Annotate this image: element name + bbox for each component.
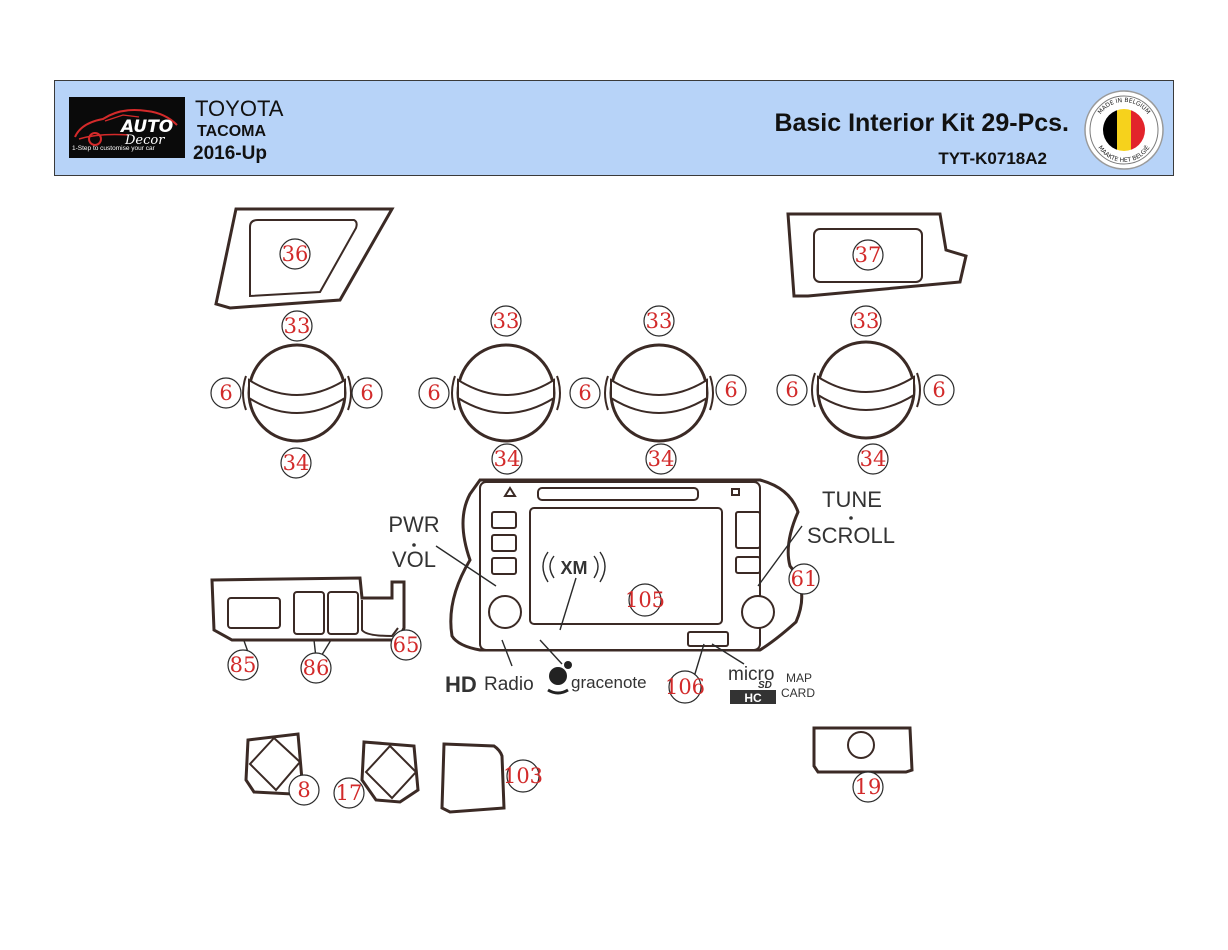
gracenote-label: gracenote (571, 673, 647, 692)
scroll-label: SCROLL (807, 523, 895, 548)
callout-34-right: 34 (857, 443, 889, 475)
air-vent-left (242, 343, 352, 443)
flag-black-band (1103, 109, 1117, 151)
svg-text:34: 34 (494, 447, 521, 471)
svg-text:19: 19 (855, 775, 882, 799)
callout-6-a: 6 (210, 377, 242, 409)
svg-text:105: 105 (625, 588, 665, 612)
logo-tagline: 1-Step to customise your car (72, 145, 155, 152)
callout-85: 85 (227, 649, 259, 681)
part-65-switch-panel (210, 576, 406, 642)
model-years: 2016-Up (193, 143, 267, 164)
callout-34-center-left: 34 (491, 443, 523, 475)
svg-text:6: 6 (427, 381, 440, 405)
part-8-trim (244, 732, 304, 796)
callout-33-left: 33 (281, 310, 313, 342)
head-unit-bezel (449, 478, 804, 652)
svg-text:6: 6 (360, 381, 373, 405)
callout-6-b: 6 (351, 377, 383, 409)
svg-text:33: 33 (493, 309, 520, 333)
callout-36: 36 (279, 238, 311, 270)
svg-text:6: 6 (932, 378, 945, 402)
callout-6-c: 6 (418, 377, 450, 409)
callout-6-g: 6 (923, 374, 955, 406)
kit-title: Basic Interior Kit 29-Pcs. (774, 109, 1069, 137)
callout-65: 65 (390, 629, 422, 661)
svg-text:33: 33 (853, 309, 880, 333)
callout-6-d: 6 (569, 377, 601, 409)
callout-61: 61 (788, 563, 820, 595)
kit-code: TYT-K0718A2 (938, 149, 1047, 168)
micro-label: micro (728, 664, 774, 685)
callout-37: 37 (852, 239, 884, 271)
svg-text:37: 37 (855, 243, 882, 267)
svg-text:17: 17 (336, 781, 363, 805)
card-label: CARD (781, 686, 815, 700)
callout-105: 105 (625, 583, 665, 617)
svg-text:61: 61 (791, 567, 818, 591)
logo-decor-text: Decor (125, 133, 165, 148)
svg-text:34: 34 (860, 447, 887, 471)
svg-text:33: 33 (284, 314, 311, 338)
brand-name: TOYOTA (195, 96, 284, 121)
part-19-trim (812, 726, 914, 774)
svg-text:6: 6 (785, 378, 798, 402)
callout-8: 8 (288, 774, 320, 806)
flag-yellow-band (1117, 109, 1131, 151)
callout-106: 106 (665, 670, 705, 704)
tune-label: TUNE (822, 487, 882, 512)
svg-text:6: 6 (219, 381, 232, 405)
car-silhouette-icon (74, 109, 178, 146)
svg-text:86: 86 (303, 656, 330, 680)
callout-33-right: 33 (850, 305, 882, 337)
air-vent-right (811, 340, 921, 440)
callout-6-f: 6 (776, 374, 808, 406)
made-in-belgium-badge: MADE IN BELGIUM MAAKTE HET BELGIË (1084, 90, 1164, 170)
flag-red-band (1131, 109, 1145, 151)
callout-86: 86 (300, 652, 332, 684)
xm-logo: XM (561, 558, 588, 578)
callout-6-e: 6 (715, 374, 747, 406)
map-label: MAP (786, 671, 812, 685)
svg-text:36: 36 (282, 242, 309, 266)
model-name: TACOMA (197, 123, 267, 140)
svg-text:103: 103 (503, 764, 543, 788)
callout-33-center-left: 33 (490, 305, 522, 337)
air-vent-center-right (604, 343, 714, 443)
callout-34-center-right: 34 (645, 443, 677, 475)
auto-decor-logo: AUTO Decor 1-Step to customise your car (69, 97, 185, 158)
callout-17: 17 (333, 777, 365, 809)
radio-label: Radio (484, 674, 534, 695)
hc-label: HC (744, 691, 762, 705)
svg-text:8: 8 (297, 778, 310, 802)
svg-text:34: 34 (648, 447, 675, 471)
part-103-trim (440, 742, 506, 814)
svg-text:34: 34 (283, 451, 310, 475)
callout-103: 103 (503, 759, 543, 793)
pwr-label: PWR (388, 512, 439, 537)
svg-text:65: 65 (393, 633, 420, 657)
vol-label: VOL (392, 547, 436, 572)
logo-auto-text: AUTO (121, 117, 174, 137)
air-vent-center-left (451, 343, 561, 443)
callout-34-left: 34 (280, 447, 312, 479)
gracenote-icon (547, 661, 572, 695)
svg-text:6: 6 (724, 378, 737, 402)
svg-text:85: 85 (230, 653, 257, 677)
svg-text:33: 33 (646, 309, 673, 333)
head-unit-labels: PWR VOL TUNE SCROLL XM HD Radio gracenot… (388, 487, 895, 705)
sd-label: SD (758, 680, 772, 691)
svg-text:6: 6 (578, 381, 591, 405)
callout-33-center-right: 33 (643, 305, 675, 337)
hd-logo: HD (445, 672, 477, 697)
header-bar: AUTO Decor 1-Step to customise your car … (54, 80, 1174, 176)
svg-text:106: 106 (665, 675, 705, 699)
callout-19: 19 (852, 771, 884, 803)
part-17-trim (360, 740, 420, 804)
